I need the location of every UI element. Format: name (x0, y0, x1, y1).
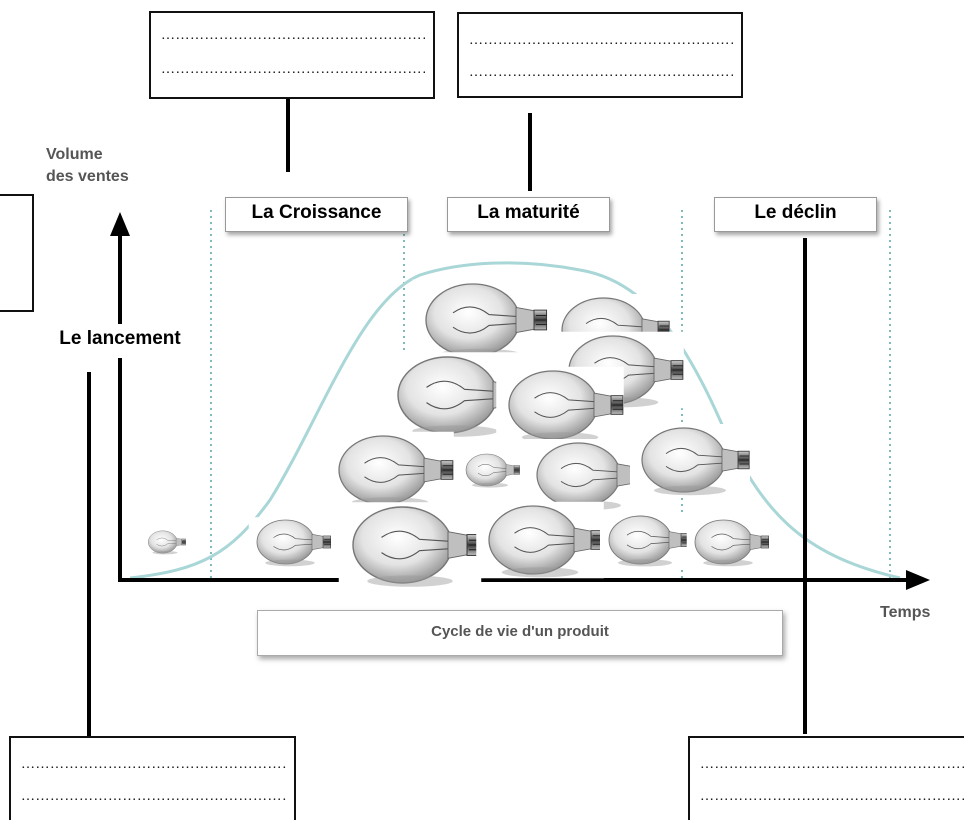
y-axis-label: Volume des ventes (46, 146, 129, 185)
connector-declin (803, 238, 807, 734)
light-bulb-icon (411, 278, 549, 362)
answer-box-lancement[interactable]: …………………………………………………… …………………………………………………… (9, 736, 296, 820)
answer-box-croissance[interactable]: …………………………………………………… …………………………………………………… (149, 11, 435, 99)
side-box[interactable] (0, 194, 34, 312)
light-bulb-icon (524, 438, 646, 512)
light-bulb-icon (495, 366, 625, 444)
answer-line[interactable]: …………………………………………………… (21, 758, 286, 772)
light-bulb-icon (686, 516, 770, 568)
answer-line[interactable]: …………………………………………………… (700, 790, 964, 804)
answer-line[interactable]: …………………………………………………… (161, 63, 425, 77)
phase-label-declin: Le déclin (714, 197, 877, 232)
light-bulb-icon (338, 501, 482, 589)
light-bulb-icon (325, 431, 455, 509)
phase-label-lancement: Le lancement (34, 324, 206, 358)
phase-separators (210, 210, 891, 580)
y-axis-arrow-icon (110, 212, 130, 236)
answer-line[interactable]: …………………………………………………… (469, 34, 733, 48)
x-axis-arrow-icon (906, 570, 930, 590)
phase-label-croissance: La Croissance (225, 197, 408, 232)
answer-line[interactable]: …………………………………………………… (161, 29, 425, 43)
answer-line[interactable]: …………………………………………………… (469, 66, 733, 80)
answer-line[interactable]: …………………………………………………… (21, 790, 286, 804)
light-bulb-icon (475, 501, 605, 579)
axes (110, 212, 930, 590)
light-bulb-icon (248, 516, 332, 568)
answer-box-declin[interactable]: …………………………………………………… …………………………………………………… (688, 736, 964, 820)
light-bulb-icon (629, 423, 751, 497)
connector-croissance (286, 98, 290, 172)
light-bulb-icon (143, 529, 187, 555)
light-bulb-icon (459, 451, 521, 489)
light-bulb-icon (599, 512, 691, 568)
answer-line[interactable]: …………………………………………………… (700, 758, 964, 772)
connector-maturite (528, 113, 532, 191)
diagram-caption: Cycle de vie d'un produit (257, 610, 783, 656)
phase-label-maturite: La maturité (447, 197, 610, 232)
answer-box-maturite[interactable]: …………………………………………………… …………………………………………………… (457, 12, 743, 98)
x-axis-label: Temps (880, 604, 931, 621)
connector-lancement (87, 372, 91, 736)
